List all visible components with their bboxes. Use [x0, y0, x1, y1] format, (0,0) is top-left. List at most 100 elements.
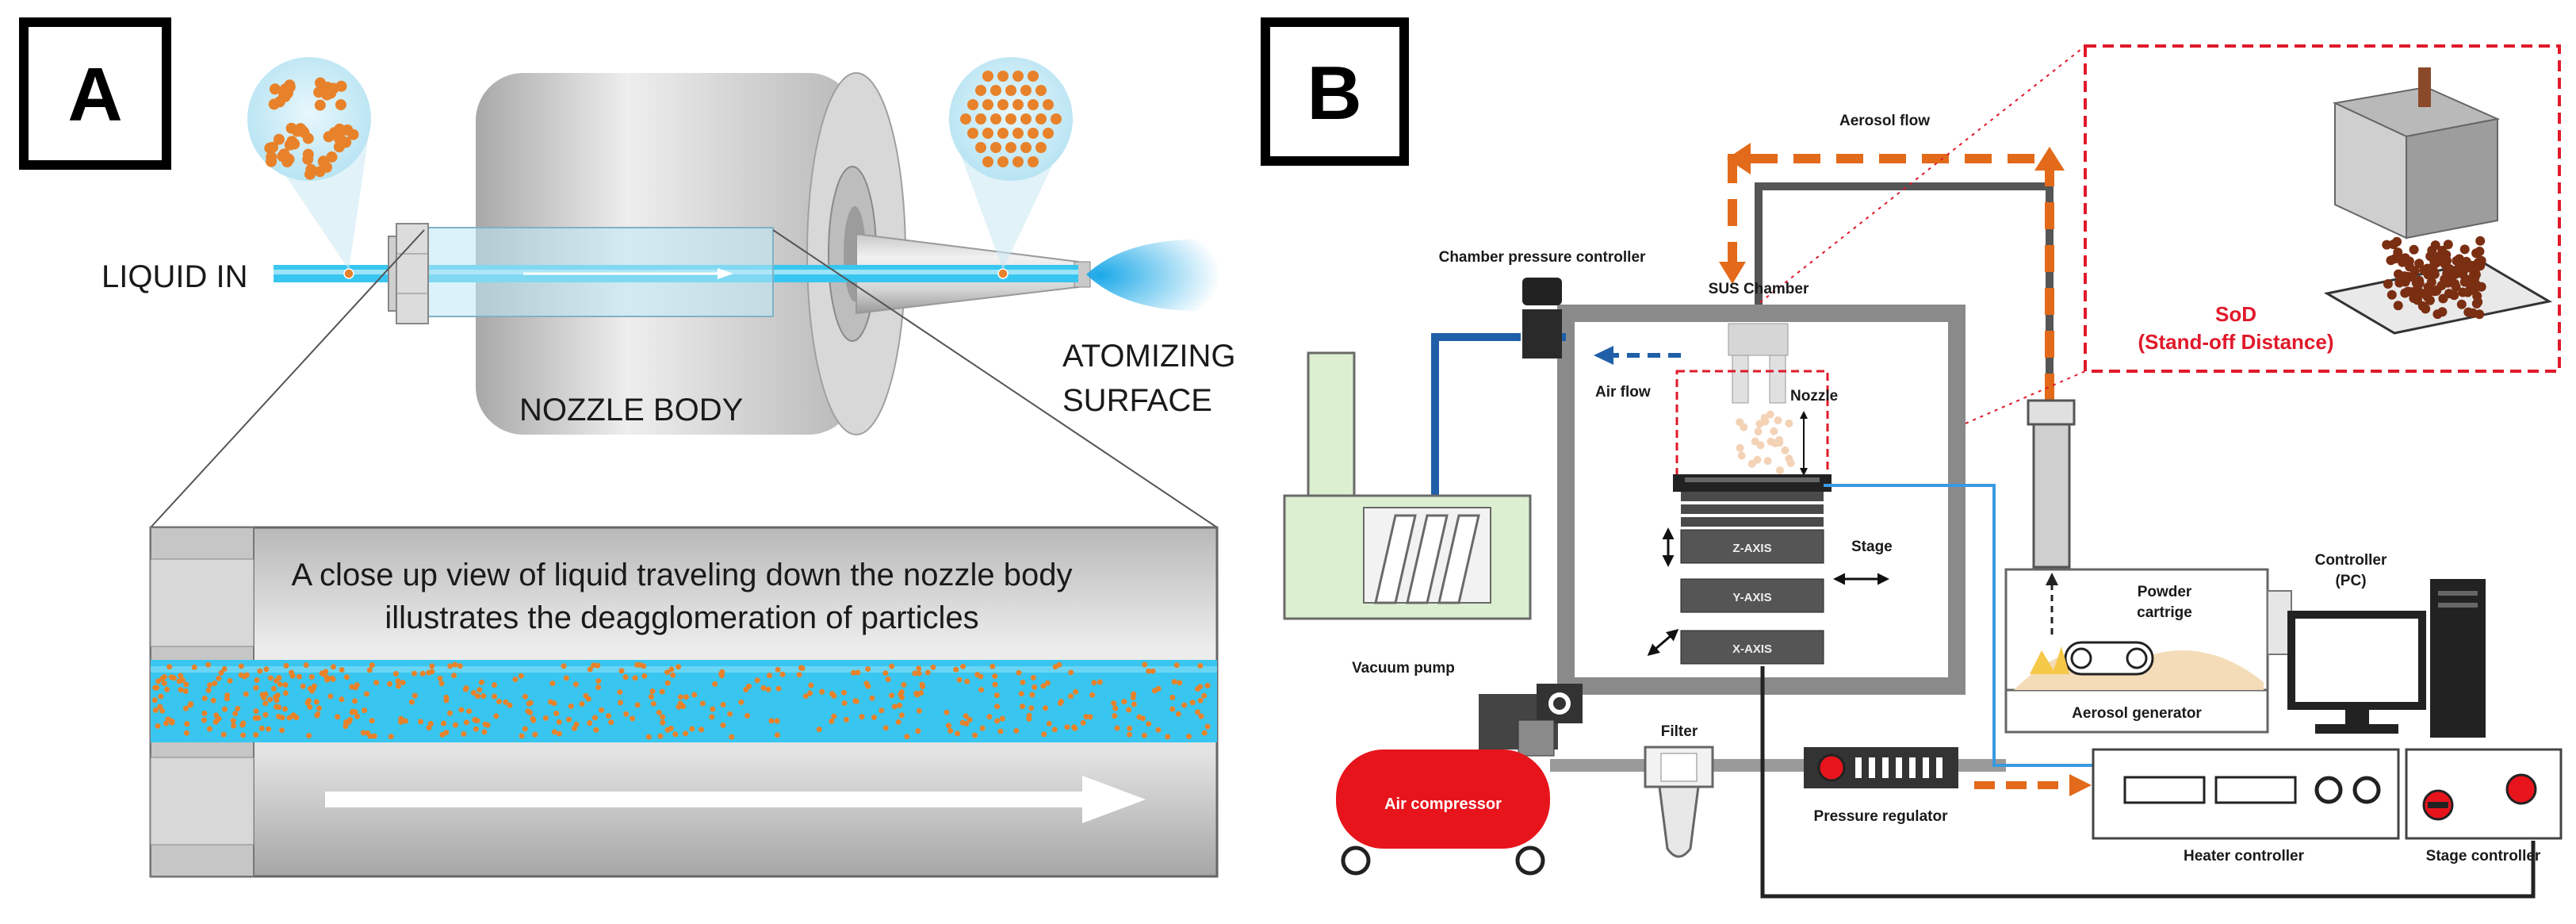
particle: [608, 719, 614, 726]
particle: [774, 732, 780, 738]
particle: [975, 113, 986, 125]
particle: [274, 96, 285, 108]
particle: [1127, 731, 1132, 738]
stage-label: Stage: [1851, 539, 1893, 555]
particle: [302, 132, 314, 144]
particle: [266, 726, 272, 732]
particle: [1013, 727, 1020, 734]
particle: [267, 696, 274, 703]
particle: [1097, 679, 1103, 685]
particle: [452, 722, 458, 728]
particle: [475, 693, 480, 700]
particle: [474, 718, 480, 724]
particle: [1756, 441, 1765, 450]
particle: [1766, 437, 1775, 446]
particle: [623, 711, 630, 717]
particle: [503, 699, 509, 705]
particle: [1080, 719, 1086, 726]
y-axis-label: Y-AXIS: [1732, 591, 1771, 604]
particle: [982, 71, 993, 82]
particle: [335, 99, 346, 111]
particle: [496, 699, 502, 704]
particle: [595, 662, 601, 669]
particle: [477, 687, 483, 693]
particle: [664, 669, 671, 676]
particle: [305, 163, 317, 175]
particle: [859, 714, 865, 720]
particle: [152, 707, 159, 713]
particle: [853, 698, 859, 704]
particle: [452, 661, 458, 668]
particle: [493, 713, 500, 719]
particle: [2463, 307, 2474, 317]
particle: [310, 685, 316, 692]
particle: [1121, 699, 1127, 705]
particle: [1028, 71, 1039, 82]
particle: [924, 669, 931, 676]
particle: [660, 714, 666, 720]
particle: [871, 715, 877, 720]
particle: [296, 673, 302, 680]
particle: [844, 716, 849, 723]
particle: [339, 696, 345, 703]
particle: [2398, 257, 2408, 267]
filter-label: Filter: [1661, 723, 1698, 740]
particle: [481, 729, 488, 735]
particle: [362, 707, 368, 714]
particle: [1028, 156, 1039, 167]
particle: [1774, 416, 1782, 424]
air-compressor: Air compressor: [1336, 684, 1583, 876]
particle: [302, 148, 314, 160]
particle: [802, 693, 809, 700]
particle: [556, 719, 562, 725]
particle: [865, 666, 871, 672]
particle: [699, 727, 705, 733]
particle: [997, 71, 1009, 82]
particle: [1087, 714, 1093, 720]
particle: [263, 666, 270, 673]
particle: [212, 681, 218, 687]
particle: [1146, 668, 1152, 674]
particle: [1035, 113, 1047, 125]
particle: [990, 142, 1001, 153]
particle: [963, 720, 970, 727]
particle: [400, 680, 406, 686]
surface-label: SURFACE: [1062, 383, 1212, 418]
particle: [917, 707, 922, 714]
particle: [566, 716, 572, 723]
particle: [1755, 420, 1764, 428]
particle: [238, 672, 244, 678]
particle: [231, 723, 237, 729]
pressure-regulator: Pressure regulator: [1804, 747, 1958, 825]
particle: [1204, 682, 1211, 688]
particle: [920, 684, 926, 690]
particle: [290, 712, 297, 719]
particle: [2430, 240, 2440, 251]
particle: [324, 677, 331, 683]
particle: [408, 699, 415, 705]
particle: [960, 663, 966, 669]
particle: [1051, 727, 1058, 733]
particle: [994, 718, 1001, 724]
particle: [641, 673, 648, 679]
particle: [463, 719, 469, 726]
particle: [989, 663, 996, 669]
particle: [1020, 113, 1032, 125]
particle: [447, 710, 453, 716]
particle: [329, 127, 340, 139]
particle: [262, 711, 269, 718]
particle: [738, 699, 744, 705]
particle: [282, 682, 289, 688]
particle: [163, 720, 169, 727]
particle: [994, 704, 1001, 710]
particle: [512, 677, 519, 683]
particle: [411, 692, 418, 699]
particle: [1197, 684, 1204, 690]
particle: [660, 719, 666, 726]
particle: [677, 694, 683, 700]
particle: [978, 687, 985, 693]
particle: [279, 727, 285, 734]
particle: [657, 733, 664, 739]
particle: [841, 700, 848, 706]
particle: [274, 692, 281, 699]
